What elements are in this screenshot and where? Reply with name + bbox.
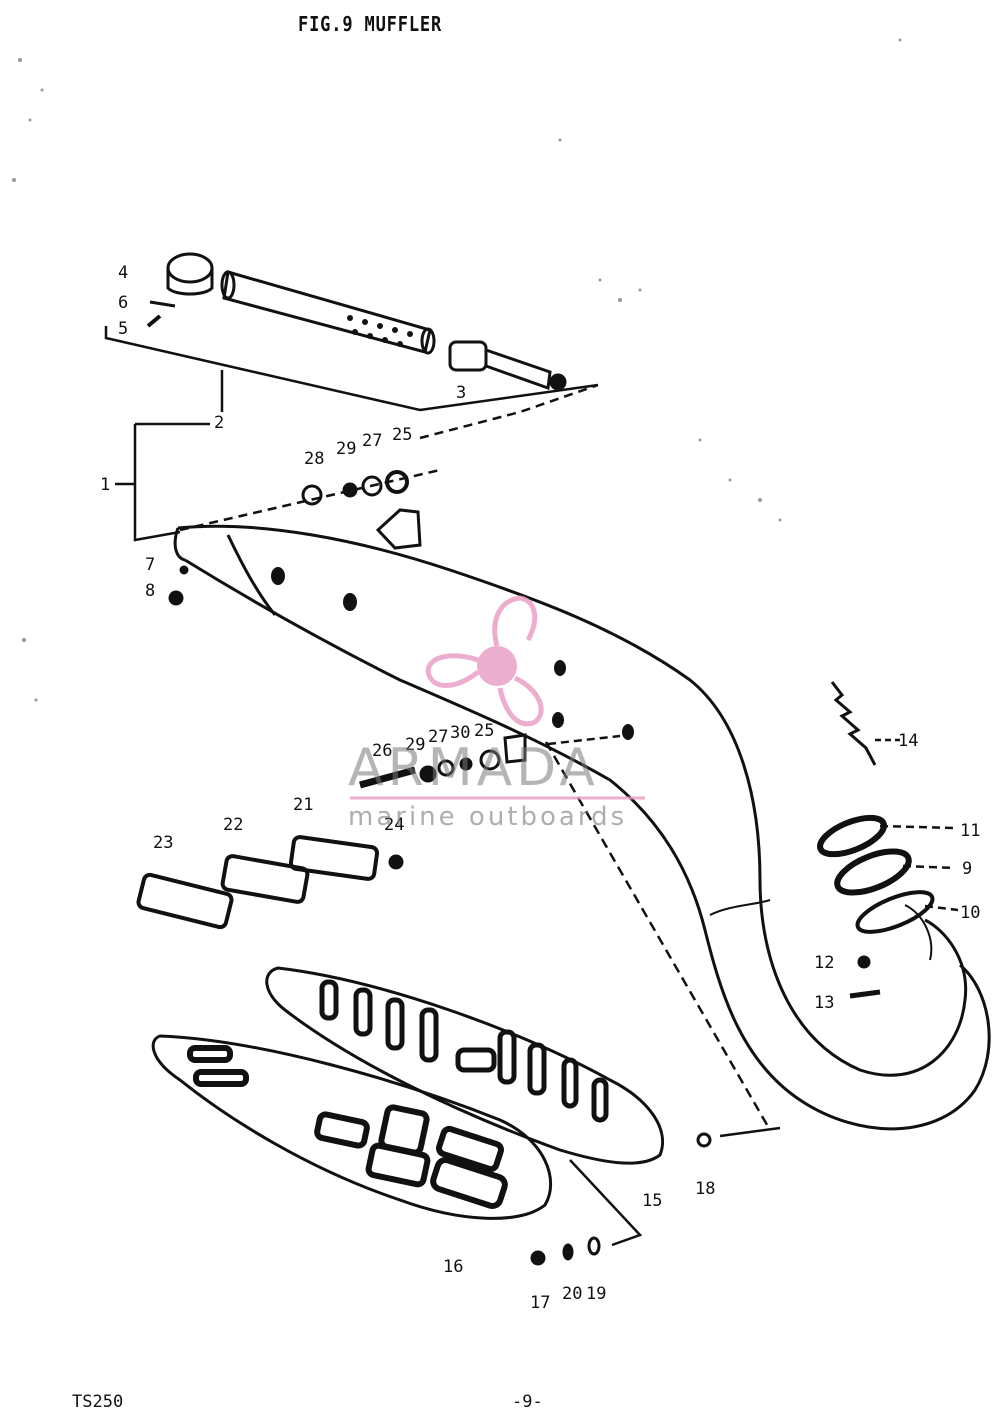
callout: 11 <box>960 821 980 841</box>
callout: 23 <box>153 833 173 853</box>
callout: 14 <box>898 731 918 751</box>
figure-title: FIG.9 MUFFLER <box>298 12 443 36</box>
bolt-part-3 <box>448 340 567 391</box>
callout: 26 <box>372 741 392 761</box>
callout: 28 <box>304 449 324 469</box>
callout: 30 <box>450 723 470 743</box>
leader-lines <box>104 326 959 1247</box>
callout: 25 <box>392 425 412 445</box>
spring-part <box>830 681 877 766</box>
watermark-tagline: marine outboards <box>348 802 628 832</box>
heat-guard-inner <box>151 1034 553 1220</box>
mount-bracket <box>375 508 422 550</box>
model-label: TS250 <box>72 1392 124 1412</box>
muffler-holes <box>271 567 634 740</box>
callout: 17 <box>530 1293 550 1313</box>
callout-labels: 1 2 3 4 5 6 7 8 9 10 11 12 13 14 15 16 1… <box>100 263 980 1313</box>
callout: 15 <box>642 1191 662 1211</box>
fasteners <box>146 300 881 1266</box>
callout: 2 <box>214 413 224 433</box>
watermark-logo <box>425 595 544 727</box>
callout: 27 <box>428 727 448 747</box>
heat-guard-inner-slots <box>187 1045 508 1210</box>
callout: 12 <box>814 953 834 973</box>
callout: 24 <box>384 815 404 835</box>
callout: 5 <box>118 319 128 339</box>
callout: 3 <box>456 383 466 403</box>
callout: 8 <box>145 581 155 601</box>
watermark-name: ARMADA <box>348 738 599 798</box>
callout: 16 <box>443 1257 463 1277</box>
callout: 21 <box>293 795 313 815</box>
callout: 13 <box>814 993 834 1013</box>
callout: 6 <box>118 293 128 313</box>
callout: 27 <box>362 431 382 451</box>
emblems <box>136 835 380 930</box>
spark-arrester-pipe <box>220 270 436 355</box>
collar-part <box>166 252 214 296</box>
gaskets <box>817 814 935 934</box>
callout: 7 <box>145 555 155 575</box>
callout: 4 <box>118 263 128 283</box>
callout: 20 <box>562 1284 582 1304</box>
heat-guard-slots <box>319 979 609 1123</box>
callout: 22 <box>223 815 243 835</box>
heat-guard-outer <box>265 966 665 1165</box>
callout: 19 <box>586 1284 606 1304</box>
callout: 29 <box>336 439 356 459</box>
callout: 1 <box>100 475 110 495</box>
callout: 9 <box>962 859 972 879</box>
callout: 25 <box>474 721 494 741</box>
callout: 18 <box>695 1179 715 1199</box>
pipe-perforations <box>347 315 413 347</box>
page-number: -9- <box>512 1392 543 1412</box>
scan-noise <box>12 38 902 702</box>
callout: 10 <box>960 903 980 923</box>
callout: 29 <box>405 735 425 755</box>
